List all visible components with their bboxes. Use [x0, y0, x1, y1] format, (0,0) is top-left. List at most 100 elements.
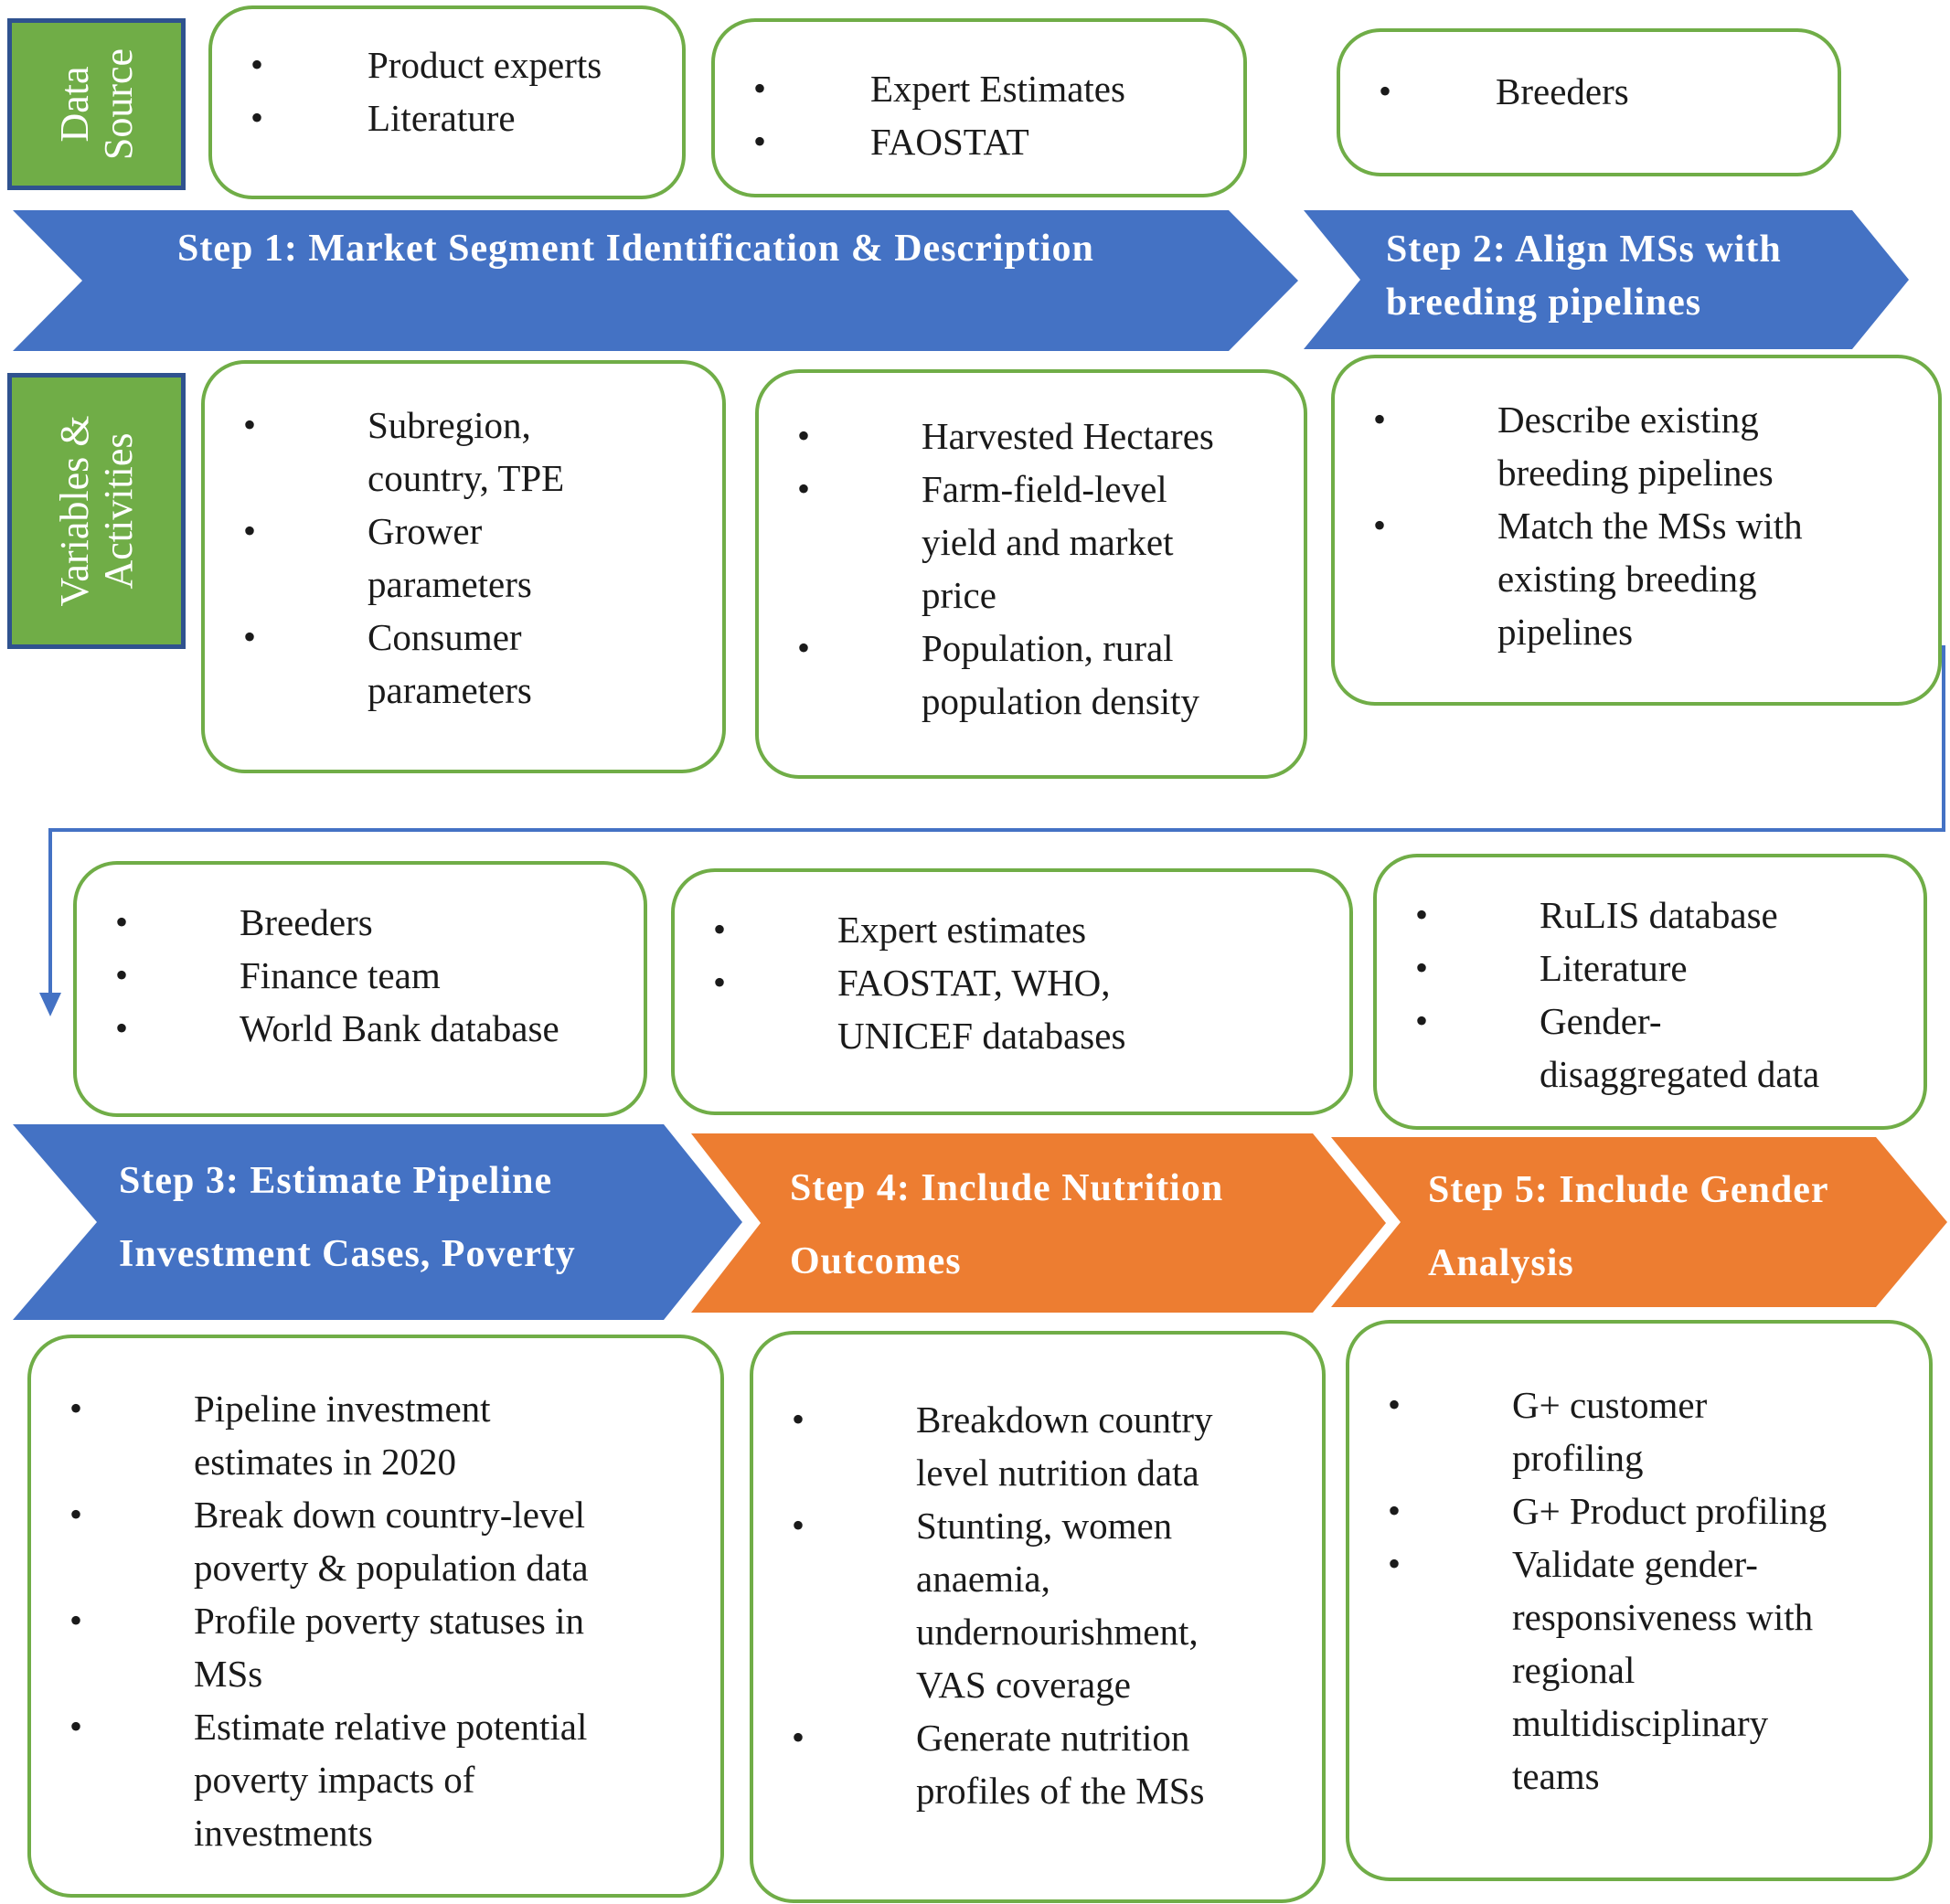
variables-activities-label: Variables & Activities — [7, 373, 186, 649]
row2-source-box-a: BreedersFinance teamWorld Bank database — [73, 861, 647, 1117]
step4-label-line2: Outcomes — [790, 1240, 962, 1282]
list-item: Describe existing breeding pipelines — [1335, 393, 1938, 499]
list-item-line: parameters — [368, 563, 532, 605]
list-item-line: G+ customer — [1512, 1384, 1708, 1426]
list-item-line: Literature — [1540, 947, 1688, 989]
row1-activity-box-a: Subregion,country, TPEGrowerparametersCo… — [201, 360, 726, 773]
list-item-line: pipelines — [1497, 611, 1634, 653]
step4-arrow-shape — [691, 1133, 1386, 1313]
list-item: G+ customer profiling — [1349, 1378, 1929, 1484]
list-item: G+ Product profiling — [1349, 1484, 1929, 1537]
list-item-line: Gender- — [1540, 1000, 1662, 1042]
list-item: Estimate relative potential poverty impac… — [31, 1700, 720, 1859]
list-item: Expert Estimates — [715, 62, 1243, 115]
step5-label-line2: Analysis — [1428, 1242, 1574, 1284]
list-item: Product experts — [212, 38, 682, 91]
row2-source-box-b: Expert estimatesFAOSTAT, WHO, UNICEF data… — [671, 868, 1353, 1115]
step3-arrow-shape — [13, 1124, 742, 1320]
row2-activity-box-c: G+ customer profiling G+ Product profiling… — [1346, 1320, 1933, 1881]
list-item-line: breeding pipelines — [1497, 452, 1774, 494]
list-item-line: Profile poverty statuses in — [194, 1600, 585, 1642]
list-item-line: G+ Product profiling — [1512, 1490, 1827, 1532]
list-item: FAOSTAT, WHO, UNICEF databases — [675, 956, 1349, 1062]
list-item: Farm-field-level yield and market price — [759, 463, 1304, 622]
list-item-line: UNICEF databases — [837, 1015, 1126, 1057]
step1-label: Step 1: Market Segment Identification & … — [177, 228, 1094, 270]
step3-label-line2: Investment Cases, Poverty — [119, 1233, 576, 1275]
list-item: Consumer parameters — [205, 611, 722, 717]
data-source-label: Data Source — [7, 18, 186, 190]
list-item-line: Harvested Hectares — [922, 415, 1214, 457]
step4-arrow: Step 4: Include Nutrition Outcomes — [691, 1133, 1386, 1313]
list-item-line: price — [922, 574, 996, 616]
list-item: Subregion, country, TPE — [205, 399, 722, 505]
list-item-line: existing breeding — [1497, 558, 1757, 600]
list-item: Harvested Hectares — [759, 410, 1304, 463]
list-item-line: regional — [1512, 1649, 1636, 1691]
list-item: Pipeline investment estimates in 2020 — [31, 1382, 720, 1488]
list-item-line: MSs — [194, 1653, 263, 1695]
step1-arrow-shape — [13, 210, 1298, 351]
list-item: Expert estimates — [675, 903, 1349, 956]
step3-label-line1: Step 3: Estimate Pipeline — [119, 1160, 553, 1202]
list-item-line: World Bank database — [240, 1007, 559, 1049]
list-item-line: Finance team — [240, 954, 441, 996]
row1-source-box-c: Breeders — [1337, 28, 1841, 176]
list-item-line: Estimate relative potential — [194, 1706, 588, 1748]
step5-label-line1: Step 5: Include Gender — [1428, 1169, 1829, 1211]
list-item-line: estimates in 2020 — [194, 1441, 456, 1483]
list-item: World Bank database — [77, 1002, 644, 1055]
row1-source-box-a: Product experts Literature — [208, 5, 686, 199]
step2-arrow: Step 2: Align MSs with breeding pipeline… — [1304, 210, 1909, 349]
list-item-line: Describe existing — [1497, 399, 1759, 441]
list-item-line: poverty impacts of — [194, 1759, 475, 1801]
list-item: Finance team — [77, 949, 644, 1002]
list-item: Profile poverty statuses in MSs — [31, 1594, 720, 1700]
list-item-line: profiles of the MSs — [916, 1770, 1205, 1812]
list-item-line: Subregion, — [368, 404, 531, 446]
step2-label-line1: Step 2: Align MSs with — [1386, 229, 1782, 271]
list-item: Stunting, women anaemia, undernourishment,… — [753, 1499, 1322, 1711]
list-item-line: multidisciplinary — [1512, 1702, 1769, 1744]
list-item-line: disaggregated data — [1540, 1053, 1820, 1095]
list-item: Breeders — [77, 896, 644, 949]
list-item: Validate gender-responsiveness with regio… — [1349, 1537, 1929, 1803]
row2-activity-box-a: Pipeline investment estimates in 2020Brea… — [27, 1335, 724, 1898]
list-item-line: Population, rural — [922, 627, 1174, 669]
list-item-line: Farm-field-level — [922, 468, 1167, 510]
step2-label-line2: breeding pipelines — [1386, 282, 1702, 324]
list-item-line: Expert estimates — [837, 909, 1087, 951]
list-item-line: responsiveness with — [1512, 1596, 1814, 1638]
list-item-line: Match the MSs with — [1497, 505, 1803, 547]
list-item: Breeders — [1340, 65, 1838, 118]
list-item-line: parameters — [368, 669, 532, 711]
list-item: Literature — [1377, 941, 1923, 995]
list-item-line: Generate nutrition — [916, 1717, 1190, 1759]
list-item-line: Validate gender- — [1512, 1543, 1758, 1585]
list-item-line: undernourishment, — [916, 1611, 1199, 1653]
list-item-line: country, TPE — [368, 457, 565, 499]
row1-source-box-b: Expert Estimates FAOSTAT — [711, 18, 1247, 197]
row2-source-box-c: RuLIS databaseLiteratureGender-disaggreg… — [1373, 854, 1927, 1130]
list-item-line: FAOSTAT, WHO, — [837, 962, 1111, 1004]
step4-label-line1: Step 4: Include Nutrition — [790, 1167, 1224, 1209]
step2-arrow-shape — [1304, 210, 1909, 349]
step3-arrow: Step 3: Estimate Pipeline Investment Cas… — [13, 1124, 742, 1320]
list-item: Generate nutrition profiles of the MSs — [753, 1711, 1322, 1817]
step5-arrow: Step 5: Include Gender Analysis — [1331, 1137, 1947, 1307]
list-item-line: anaemia, — [916, 1558, 1050, 1600]
list-item-line: Stunting, women — [916, 1505, 1173, 1547]
list-item-line: Break down country-level — [194, 1494, 586, 1536]
list-item: Match the MSs with existing breeding pipel… — [1335, 499, 1938, 658]
list-item-line: profiling — [1512, 1437, 1644, 1479]
list-item-line: Pipeline investment — [194, 1388, 491, 1430]
list-item-line: yield and market — [922, 521, 1174, 563]
list-item-line: Breeders — [240, 901, 373, 943]
list-item: Gender-disaggregated data — [1377, 995, 1923, 1101]
list-item-line: level nutrition data — [916, 1452, 1199, 1494]
list-item-line: Consumer — [368, 616, 522, 658]
